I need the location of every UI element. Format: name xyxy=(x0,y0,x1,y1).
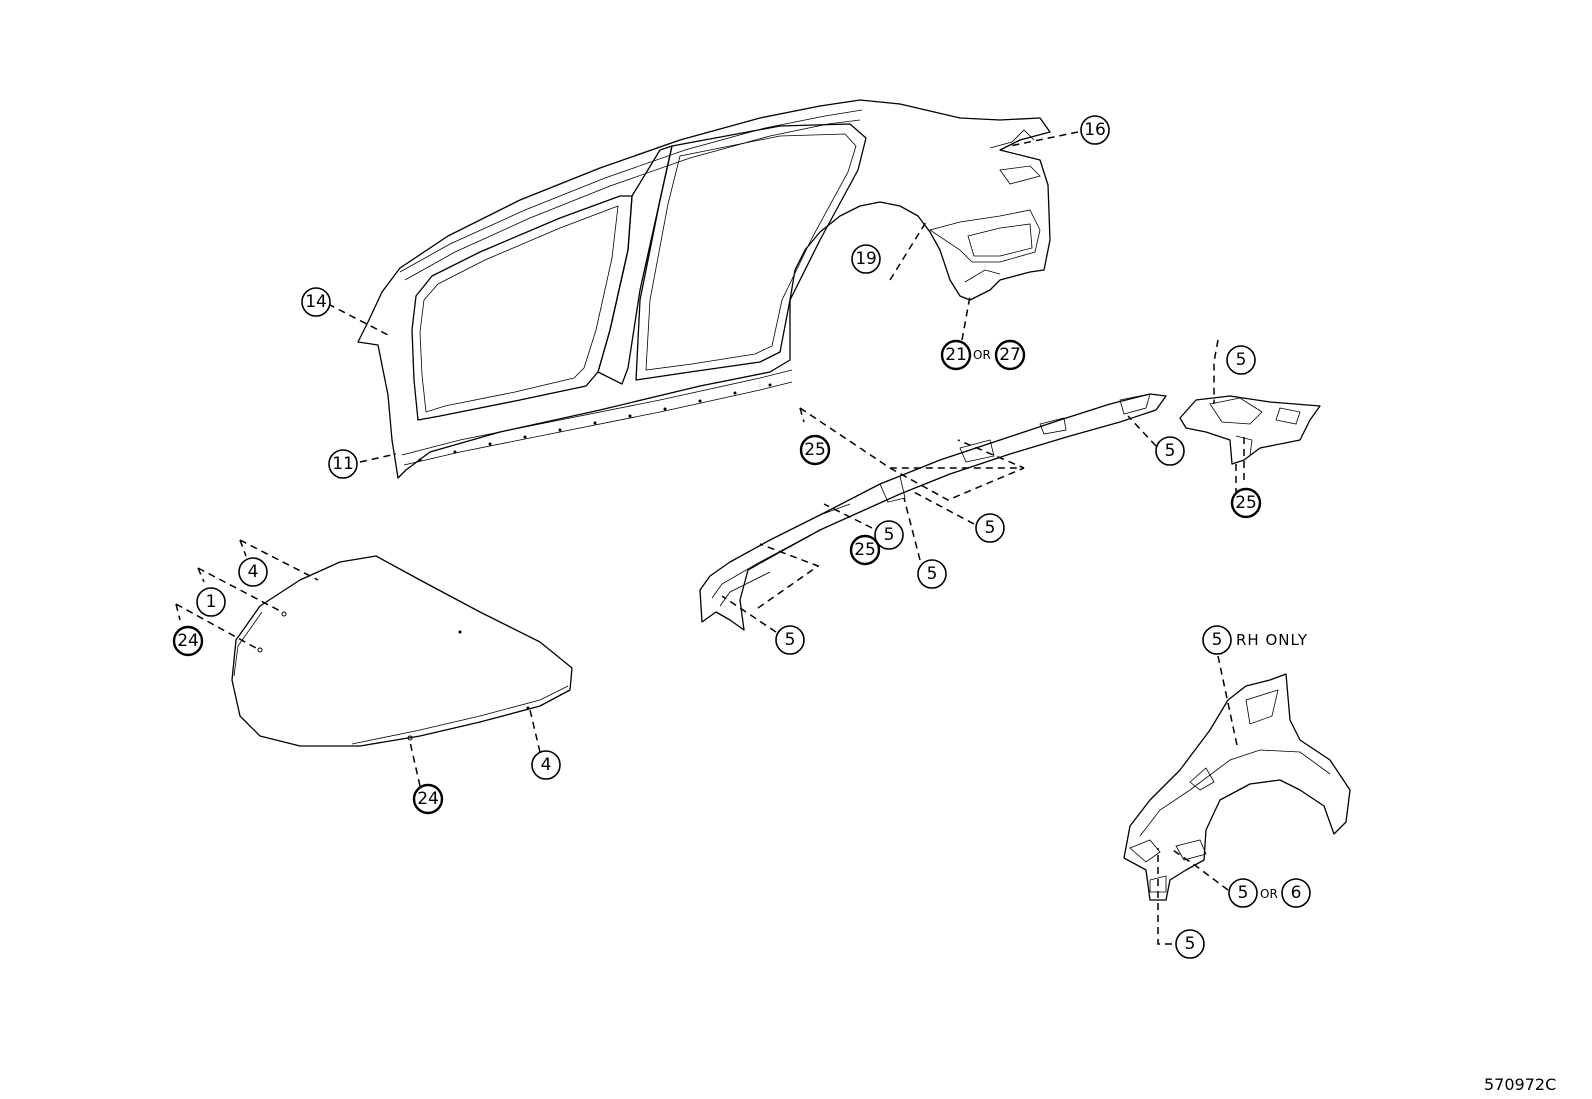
figure-id: 570972C xyxy=(1484,1075,1556,1094)
callout-25c-label: 25 xyxy=(854,540,876,560)
callout-21: 21 xyxy=(940,339,972,371)
roof-rear-bracket xyxy=(1179,395,1321,465)
callout-19: 19 xyxy=(851,244,881,274)
callout-5-wheelhouse-bottom: 5 xyxy=(1175,929,1205,959)
callout-6-wheelhouse: 6 xyxy=(1281,878,1311,908)
callout-4a-label: 4 xyxy=(248,562,259,582)
callout-5-rail-center: 5 xyxy=(975,513,1005,543)
callout-5e-label: 5 xyxy=(927,564,938,584)
callout-5-rh-only: 5 xyxy=(1202,625,1232,655)
rear-wheel-house xyxy=(1123,673,1351,901)
callout-5a-label: 5 xyxy=(1236,350,1247,370)
callout-24a-label: 24 xyxy=(177,631,199,651)
callout-21-label: 21 xyxy=(945,345,967,365)
callout-11-label: 11 xyxy=(332,454,354,474)
callout-5g-label: 5 xyxy=(1212,630,1223,650)
rh-only-note: RH ONLY xyxy=(1236,631,1308,649)
callout-1-hood: 1 xyxy=(196,587,226,617)
callout-5-rail-right: 5 xyxy=(1155,436,1185,466)
callout-5-rear-bracket-top: 5 xyxy=(1226,345,1256,375)
callout-27: 27 xyxy=(994,339,1026,371)
hood-panel xyxy=(231,555,573,747)
callout-5i-label: 5 xyxy=(1185,934,1196,954)
callout-27-label: 27 xyxy=(999,345,1021,365)
callout-25-rear-bracket: 25 xyxy=(1230,487,1262,519)
callout-4-hood-bottom: 4 xyxy=(531,750,561,780)
callout-25a-label: 25 xyxy=(804,440,826,460)
callout-19-label: 19 xyxy=(855,249,877,269)
callout-4-hood-top: 4 xyxy=(238,557,268,587)
callout-4b-label: 4 xyxy=(541,755,552,775)
callout-25-rail-mid: 25 xyxy=(849,534,881,566)
callout-5-rail-mid: 5 xyxy=(874,520,904,550)
or-text-5-6: OR xyxy=(1260,887,1278,901)
callout-5d-label: 5 xyxy=(884,525,895,545)
callout-6-label: 6 xyxy=(1291,883,1302,903)
callout-5-rail-lower: 5 xyxy=(917,559,947,589)
roof-side-rail-inner xyxy=(699,393,1167,631)
or-text-21-27: OR xyxy=(973,348,991,362)
callout-11: 11 xyxy=(328,449,358,479)
callout-16: 16 xyxy=(1080,115,1110,145)
callout-25-rail-left: 25 xyxy=(799,434,831,466)
callout-5h-label: 5 xyxy=(1238,883,1249,903)
callout-24-hood-bottom: 24 xyxy=(412,783,444,815)
callout-24-hood-left: 24 xyxy=(172,625,204,657)
callout-5c-label: 5 xyxy=(985,518,996,538)
callout-25b-label: 25 xyxy=(1235,493,1257,513)
callout-14: 14 xyxy=(301,287,331,317)
leader-lines xyxy=(175,131,1245,945)
body-side-outer-panel xyxy=(357,99,1051,479)
callout-24b-label: 24 xyxy=(417,789,439,809)
callout-1-label: 1 xyxy=(206,592,217,612)
callout-14-label: 14 xyxy=(305,292,327,312)
callout-5-rail-front: 5 xyxy=(775,625,805,655)
callout-5-wheelhouse: 5 xyxy=(1228,878,1258,908)
callout-16-label: 16 xyxy=(1084,120,1106,140)
callout-5f-label: 5 xyxy=(785,630,796,650)
callout-5b-label: 5 xyxy=(1165,441,1176,461)
